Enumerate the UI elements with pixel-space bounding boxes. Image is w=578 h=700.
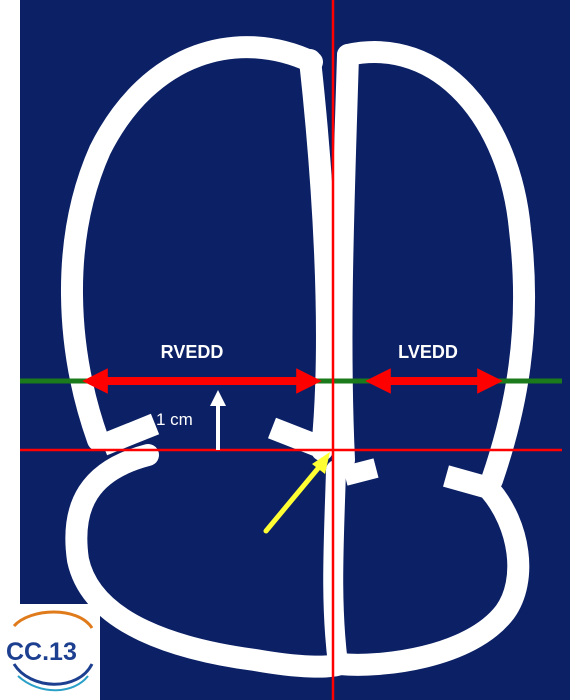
scale-label: 1 cm <box>156 410 193 429</box>
septum-right-wall <box>341 55 348 460</box>
logo-text: CC.13 <box>6 638 77 666</box>
mitral-leaflet-anterior <box>345 468 376 476</box>
mitral-leaflet-posterior <box>446 476 496 490</box>
rvedd-label: RVEDD <box>161 342 224 362</box>
lvedd-label: LVEDD <box>398 342 458 362</box>
cc13-logo-icon: CC.13 <box>0 604 100 700</box>
